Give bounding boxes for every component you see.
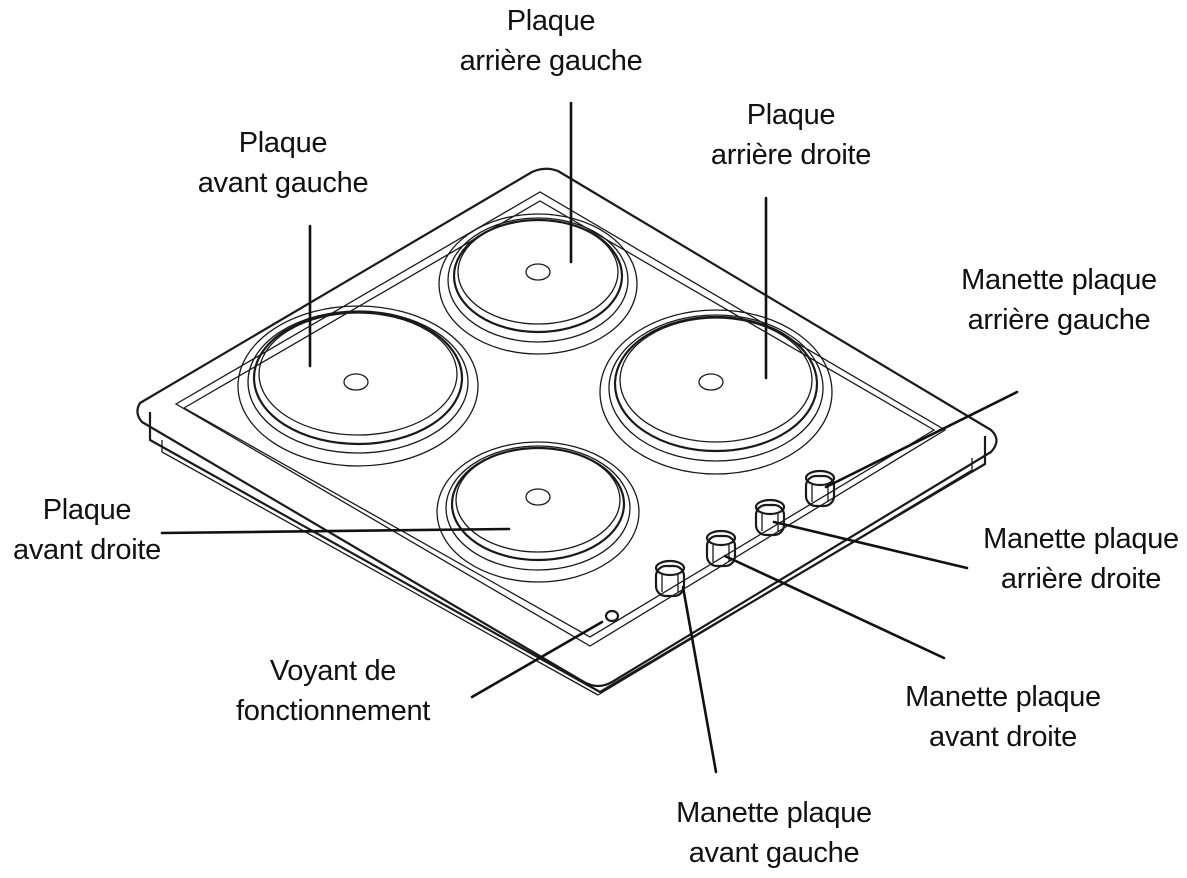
label-line: avant droite	[13, 534, 161, 566]
label-line: Manette plaque	[676, 797, 872, 829]
label-line: arrière droite	[1000, 563, 1162, 595]
hotplate-front-right	[436, 441, 640, 583]
cooktop-inner-panel	[174, 191, 947, 647]
label-line: avant droite	[929, 721, 1077, 753]
label-plaque-arriere-droite: Plaque arrière droite	[710, 95, 872, 175]
leader-manette-arriere-gauche	[824, 390, 1019, 489]
cooktop-side	[148, 412, 987, 694]
leader-plaque-avant-droite	[160, 527, 511, 535]
indicator-light	[604, 609, 620, 623]
knob-front-left	[654, 559, 686, 598]
cooktop-inner-panel-edge	[182, 200, 936, 638]
label-line: arrière gauche	[967, 304, 1151, 336]
label-manette-arriere-gauche: Manette plaque arrière gauche	[961, 260, 1157, 340]
label-line: fonctionnement	[235, 695, 431, 727]
label-line: avant gauche	[688, 837, 860, 869]
leader-manette-avant-droite	[723, 554, 946, 660]
label-line: Plaque	[42, 494, 132, 526]
label-voyant: Voyant de fonctionnement	[236, 651, 430, 731]
leader-manette-arriere-droite	[772, 520, 969, 570]
knob-rear-left	[804, 469, 836, 508]
label-manette-avant-gauche: Manette plaque avant gauche	[676, 793, 872, 873]
hotplate-rear-left	[438, 213, 638, 355]
label-line: Plaque	[506, 5, 596, 37]
label-manette-avant-droite: Manette plaque avant droite	[905, 677, 1101, 757]
label-line: Plaque	[238, 127, 328, 159]
leader-voyant	[470, 620, 604, 699]
label-plaque-avant-gauche: Plaque avant gauche	[198, 123, 369, 203]
label-line: Manette plaque	[905, 681, 1101, 713]
hotplate-front-left	[237, 305, 479, 467]
knob-front-right	[705, 529, 737, 568]
label-line: arrière droite	[710, 139, 872, 171]
label-line: arrière gauche	[459, 45, 643, 77]
knob-rear-right	[754, 498, 786, 537]
label-line: Manette plaque	[983, 523, 1179, 555]
cooktop-top	[136, 167, 998, 688]
leader-manette-avant-gauche	[681, 585, 718, 774]
label-line: Manette plaque	[961, 264, 1157, 296]
label-line: avant gauche	[197, 167, 369, 199]
label-plaque-arriere-gauche: Plaque arrière gauche	[460, 1, 643, 81]
label-manette-arriere-droite: Manette plaque arrière droite	[983, 519, 1179, 599]
label-plaque-avant-droite: Plaque avant droite	[13, 490, 161, 570]
cooktop-base-edge	[161, 440, 973, 696]
label-line: Voyant de	[269, 655, 397, 687]
label-line: Plaque	[746, 99, 836, 131]
hotplate-rear-right	[599, 309, 833, 475]
